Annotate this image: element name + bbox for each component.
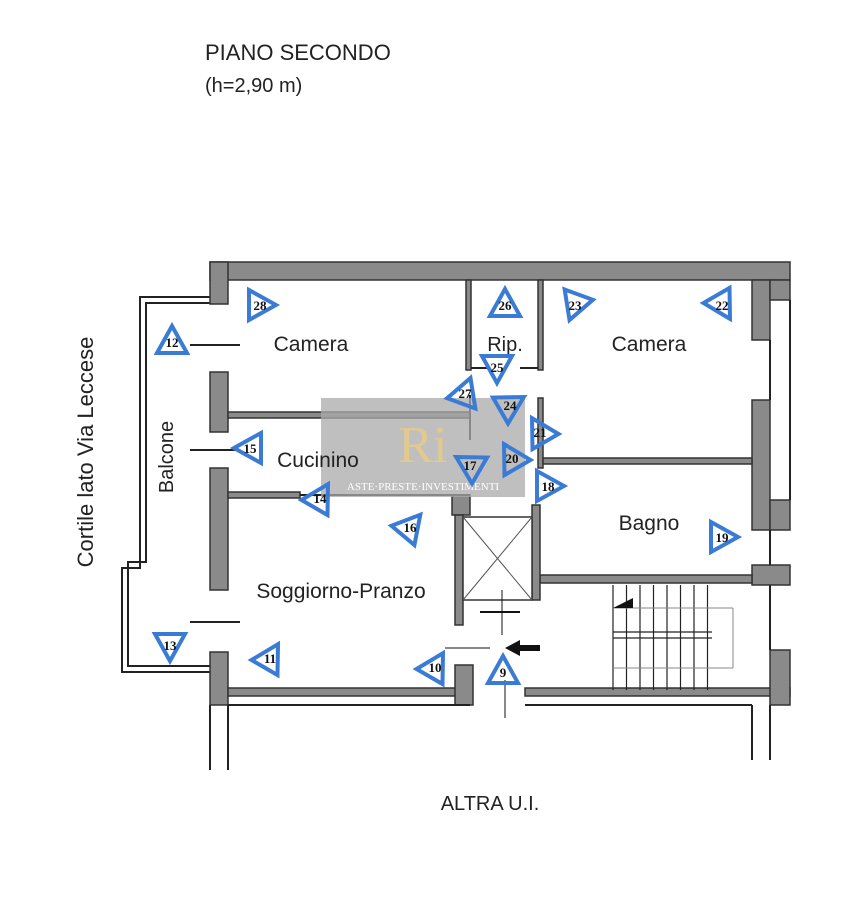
marker-number: 18 [542, 479, 556, 494]
photo-marker-18[interactable]: 18 [535, 467, 569, 505]
staircase [612, 585, 734, 690]
marker-number: 28 [254, 298, 268, 313]
marker-triangle-icon [699, 284, 733, 323]
marker-triangle-icon [153, 321, 191, 355]
marker-number: 27 [459, 386, 473, 401]
photo-marker-14[interactable]: 14 [297, 477, 341, 519]
other-unit-label: ALTRA U.I. [441, 793, 540, 815]
marker-triangle-icon [535, 467, 569, 505]
marker-triangle-icon [412, 649, 446, 688]
photo-marker-19[interactable]: 19 [709, 518, 743, 556]
marker-number: 21 [534, 425, 547, 440]
marker-triangle-icon [478, 354, 516, 388]
elevator-shaft [445, 516, 533, 718]
room-camera-right: Camera [612, 333, 687, 356]
photo-marker-15[interactable]: 15 [229, 429, 263, 467]
watermark: Ri ASTE·PRESTE·INVESTIMENTI [321, 398, 525, 497]
photo-marker-27[interactable]: 27 [443, 373, 484, 412]
photo-markers: 28 12 26 23 22 25 27 24 21 15 20 17 18 14 16 19 13 11 10 9 [151, 284, 743, 688]
photo-marker-17[interactable]: 17 [449, 444, 491, 488]
marker-triangle-icon [443, 374, 478, 412]
marker-triangle-icon [247, 286, 281, 324]
marker-triangle-icon [452, 454, 491, 488]
marker-triangle-icon [501, 440, 535, 479]
marker-triangle-icon [151, 632, 189, 666]
marker-number: 25 [491, 360, 505, 375]
marker-number: 12 [166, 335, 179, 350]
photo-marker-12[interactable]: 12 [153, 321, 191, 355]
photo-marker-28[interactable]: 28 [247, 286, 281, 324]
marker-number: 22 [716, 298, 729, 313]
photo-marker-9[interactable]: 9 [484, 651, 522, 685]
marker-triangle-icon [484, 651, 522, 685]
marker-number: 11 [264, 651, 276, 666]
marker-triangle-icon [297, 480, 331, 519]
stair-direction-icon [613, 598, 633, 608]
marker-number: 16 [404, 520, 418, 535]
plan-title: PIANO SECONDO [205, 40, 391, 65]
marker-number: 9 [500, 665, 507, 680]
photo-marker-25[interactable]: 25 [478, 354, 516, 388]
photo-marker-24[interactable]: 24 [489, 384, 531, 428]
photo-marker-21[interactable]: 21 [519, 411, 563, 453]
marker-number: 17 [464, 458, 478, 473]
photo-marker-20[interactable]: 20 [491, 437, 535, 479]
watermark-logo: Ri [398, 417, 447, 474]
marker-triangle-icon [489, 394, 528, 428]
photo-marker-11[interactable]: 11 [247, 637, 291, 679]
balcony-outline [121, 296, 210, 673]
marker-triangle-icon [529, 414, 563, 453]
marker-number: 23 [569, 298, 583, 313]
marker-triangle-icon [562, 286, 597, 324]
marker-number: 10 [429, 660, 442, 675]
photo-marker-16[interactable]: 16 [387, 505, 431, 549]
marker-triangle-icon [387, 511, 423, 549]
marker-number: 13 [164, 638, 178, 653]
marker-number: 24 [504, 398, 518, 413]
photo-marker-23[interactable]: 23 [555, 286, 597, 326]
balcony-label: Balcone [156, 421, 178, 493]
courtyard-label: Cortile lato Via Leccese [73, 337, 98, 568]
photo-marker-10[interactable]: 10 [412, 646, 456, 688]
room-cucinino: Cucinino [277, 449, 359, 472]
photo-marker-26[interactable]: 26 [486, 284, 524, 318]
marker-triangle-icon [486, 284, 524, 318]
entrance-arrow-icon [505, 640, 540, 656]
marker-number: 14 [314, 491, 328, 506]
plan-height: (h=2,90 m) [205, 75, 302, 97]
marker-number: 19 [716, 530, 730, 545]
watermark-text: ASTE·PRESTE·INVESTIMENTI [347, 481, 499, 493]
marker-number: 20 [506, 451, 519, 466]
room-camera-left: Camera [274, 333, 349, 356]
marker-triangle-icon [709, 518, 743, 556]
marker-triangle-icon [229, 429, 263, 467]
room-soggiorno: Soggiorno-Pranzo [256, 580, 425, 603]
marker-number: 15 [244, 441, 258, 456]
room-bagno: Bagno [619, 512, 680, 535]
marker-number: 26 [499, 298, 513, 313]
room-ripostiglio: Rip. [487, 334, 523, 356]
photo-marker-22[interactable]: 22 [699, 284, 743, 326]
marker-triangle-icon [247, 640, 281, 679]
photo-marker-13[interactable]: 13 [151, 632, 189, 666]
